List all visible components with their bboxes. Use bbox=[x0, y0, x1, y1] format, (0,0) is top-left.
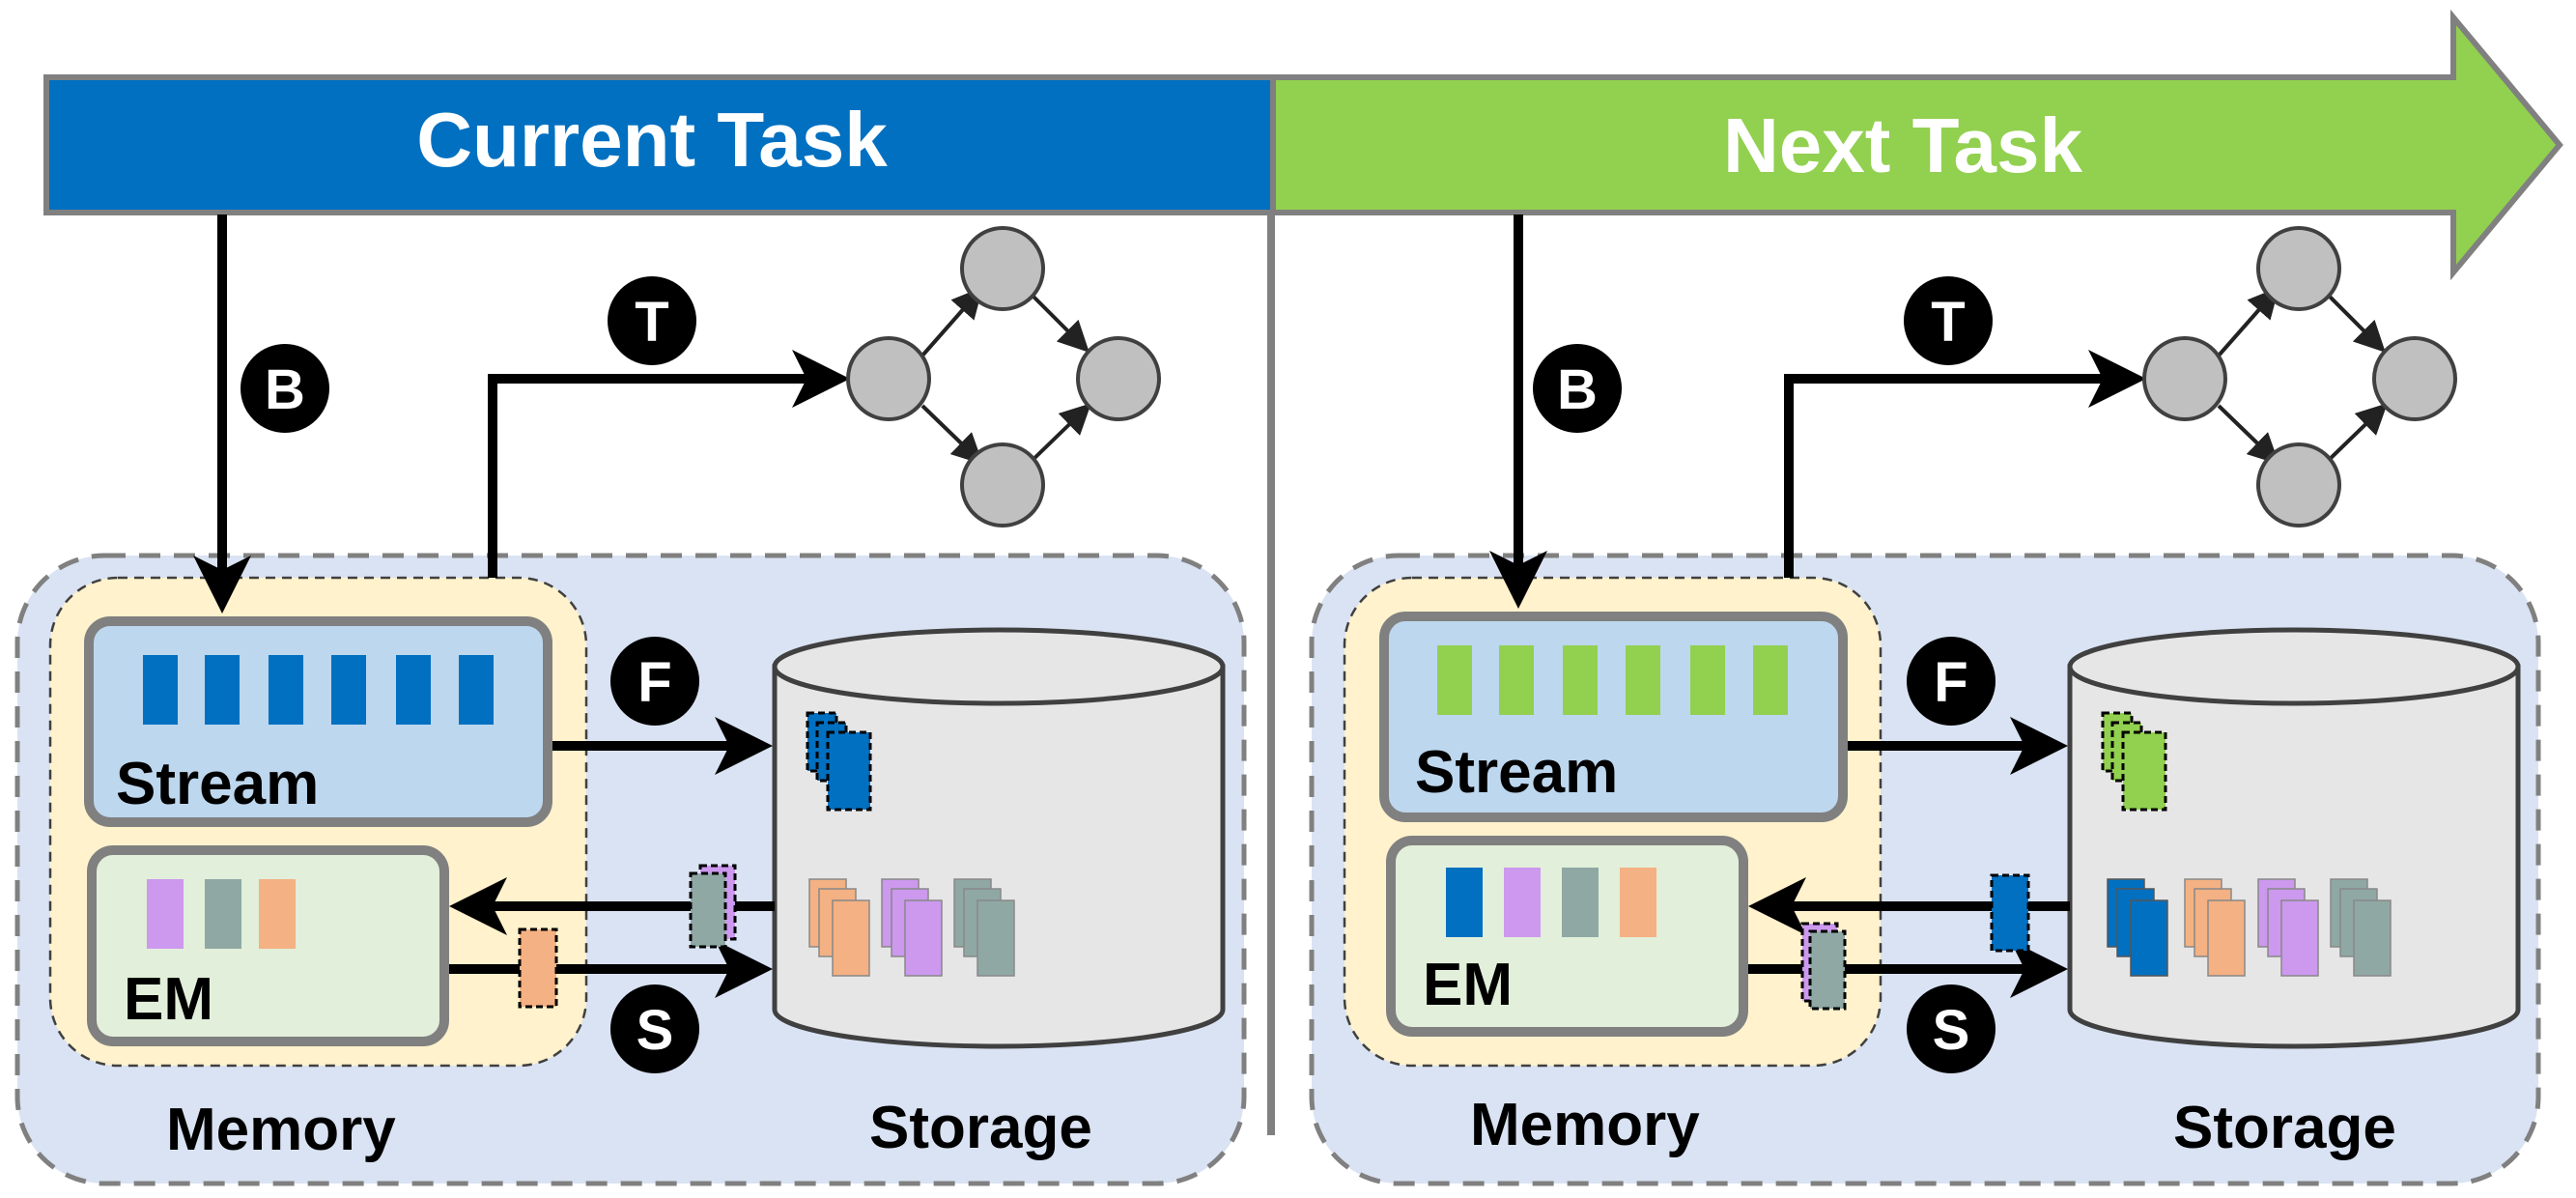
stored-orange-stack bbox=[808, 878, 870, 977]
em-sample-purple bbox=[147, 879, 184, 949]
graph-node bbox=[2372, 336, 2457, 421]
retrieved-sample bbox=[689, 864, 737, 949]
svg-text:T: T bbox=[635, 291, 668, 354]
memory-label: Memory bbox=[1470, 1092, 1700, 1158]
badge-s: S bbox=[610, 984, 699, 1073]
stream-sample bbox=[396, 655, 431, 725]
train-arrow bbox=[1784, 350, 2146, 578]
stored-stream-stack bbox=[2101, 711, 2167, 812]
stored-purple-stack bbox=[2257, 878, 2319, 977]
storage-label: Storage bbox=[2173, 1095, 2396, 1161]
next-task-label: Next Task bbox=[1723, 102, 2083, 188]
badge-f: F bbox=[610, 637, 699, 726]
badge-b: B bbox=[241, 344, 329, 433]
current-task-panel: Stream EM bbox=[14, 214, 1247, 1186]
stream-sample bbox=[459, 655, 494, 725]
em-label: EM bbox=[1423, 952, 1513, 1018]
storage-cylinder bbox=[772, 627, 1226, 1049]
graph-node bbox=[960, 226, 1045, 311]
stream-label: Stream bbox=[116, 751, 319, 817]
storage-label: Storage bbox=[869, 1095, 1092, 1161]
stream-sample bbox=[1563, 645, 1598, 715]
em-sample-teal bbox=[1562, 868, 1599, 937]
badge-t: T bbox=[1904, 276, 1993, 365]
current-task-banner bbox=[43, 74, 1276, 215]
storage-cylinder bbox=[2067, 627, 2521, 1049]
stream-buffer bbox=[84, 616, 552, 827]
next-task-panel: Stream EM bbox=[1309, 214, 2541, 1186]
stream-sample bbox=[1753, 645, 1788, 715]
saved-sample bbox=[1800, 922, 1847, 1011]
stored-purple-stack bbox=[881, 878, 943, 977]
svg-text:B: B bbox=[1557, 358, 1598, 421]
svg-text:B: B bbox=[265, 358, 305, 421]
stored-blue-stack bbox=[2107, 878, 2168, 977]
svg-text:S: S bbox=[1933, 999, 1970, 1062]
graph-node bbox=[2256, 226, 2341, 311]
graph-node bbox=[2142, 336, 2227, 421]
em-sample-orange bbox=[259, 879, 296, 949]
train-arrow bbox=[488, 350, 850, 578]
stored-teal-stack bbox=[2330, 878, 2392, 977]
stream-sample bbox=[1499, 645, 1534, 715]
stream-samples bbox=[1437, 645, 1788, 715]
graph-node bbox=[2256, 442, 2341, 528]
svg-text:S: S bbox=[637, 999, 674, 1062]
em-label: EM bbox=[124, 966, 213, 1033]
memory-label: Memory bbox=[166, 1097, 396, 1163]
stream-buffer bbox=[1379, 612, 1848, 822]
stream-samples bbox=[143, 655, 494, 725]
badge-t: T bbox=[608, 276, 696, 365]
em-sample-orange bbox=[1620, 868, 1656, 937]
stream-sample bbox=[269, 655, 303, 725]
retrieved-sample bbox=[1990, 873, 2030, 953]
graph-node bbox=[846, 336, 931, 421]
stream-sample bbox=[1690, 645, 1725, 715]
badge-f: F bbox=[1907, 637, 1996, 726]
em-sample-blue bbox=[1446, 868, 1483, 937]
stream-sample bbox=[205, 655, 240, 725]
svg-text:T: T bbox=[1931, 291, 1965, 354]
saved-sample bbox=[518, 927, 558, 1009]
stream-sample bbox=[1626, 645, 1660, 715]
timeline-banner: Current Task Next Task bbox=[43, 9, 2563, 281]
stored-orange-stack bbox=[2184, 878, 2246, 977]
graph-node bbox=[960, 442, 1045, 528]
model-graph bbox=[846, 226, 1161, 528]
stream-sample bbox=[1437, 645, 1472, 715]
em-sample-teal bbox=[205, 879, 241, 949]
svg-text:F: F bbox=[1934, 651, 1967, 714]
stream-sample bbox=[331, 655, 366, 725]
graph-node bbox=[1076, 336, 1161, 421]
em-sample-purple bbox=[1504, 868, 1541, 937]
current-task-label: Current Task bbox=[416, 97, 888, 183]
svg-text:F: F bbox=[637, 651, 671, 714]
badge-s: S bbox=[1907, 984, 1996, 1073]
badge-b: B bbox=[1533, 344, 1622, 433]
next-task-banner-arrow bbox=[1270, 9, 2563, 281]
stored-stream-stack bbox=[806, 711, 872, 812]
stream-label: Stream bbox=[1415, 739, 1618, 806]
stream-sample bbox=[143, 655, 178, 725]
stored-teal-stack bbox=[953, 878, 1015, 977]
model-graph bbox=[2142, 226, 2457, 528]
